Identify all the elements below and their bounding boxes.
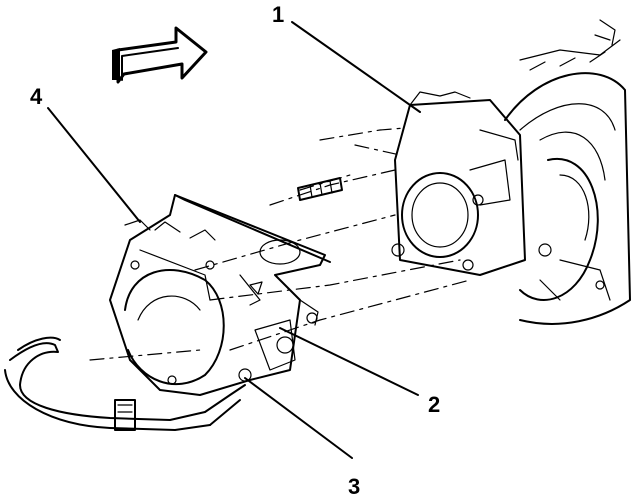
callout-1: 1 (272, 2, 284, 27)
leader-line-3 (244, 377, 353, 459)
alignment-lines (89, 127, 471, 361)
leader-line-1 (291, 21, 421, 113)
leader-lines (47, 21, 421, 459)
stud-part (297, 177, 343, 201)
direction-arrow-icon (112, 26, 208, 84)
leader-line-2 (279, 327, 419, 396)
upper-housing (391, 91, 526, 276)
hose-part (4, 336, 246, 431)
lower-housing (109, 194, 331, 396)
callout-3: 3 (348, 474, 360, 498)
transmission-assembly (504, 19, 631, 325)
leader-line-4 (47, 107, 141, 223)
callout-2: 2 (428, 392, 440, 417)
callout-4: 4 (30, 84, 43, 109)
